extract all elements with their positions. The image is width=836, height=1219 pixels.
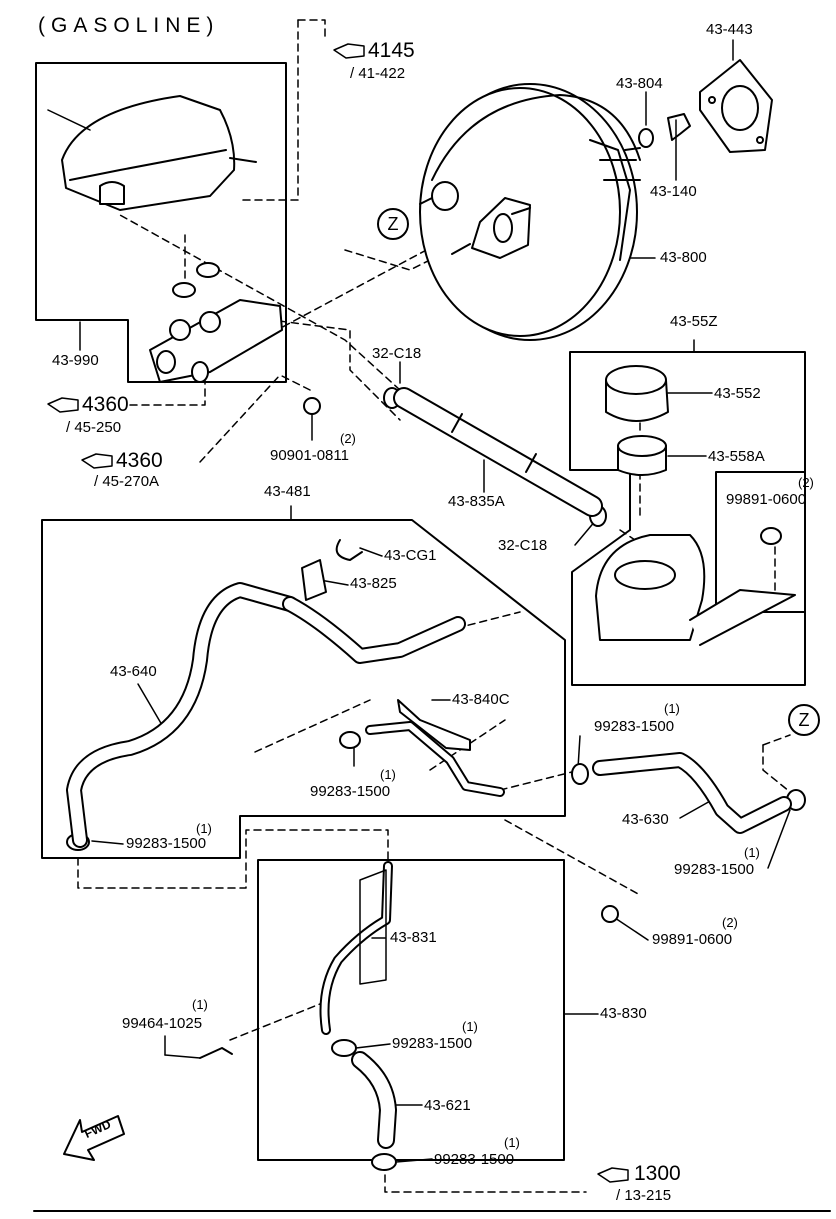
diagram-title: (GASOLINE) <box>38 14 220 37</box>
hose-43-621 <box>351 1051 397 1149</box>
part-label[interactable]: 43-830 <box>600 1005 647 1022</box>
part-label[interactable]: 32-C18 <box>498 537 548 554</box>
part-qty: (2) <box>722 915 738 930</box>
part-qty: (1) <box>504 1135 520 1150</box>
z-marker: Z <box>788 704 820 736</box>
part-label[interactable]: 43-990 <box>52 352 99 369</box>
part-label[interactable]: 99283-1500 <box>434 1151 515 1168</box>
part-qty: (1) <box>744 845 760 860</box>
reservoir-cap-set <box>595 365 796 646</box>
box-43-481 <box>41 519 566 859</box>
hose-43-831 <box>319 861 393 1035</box>
hose-43-630 <box>592 752 792 834</box>
part-label[interactable]: 43-800 <box>660 249 707 266</box>
ref-link-4360[interactable]: 4360 <box>82 393 129 416</box>
part-label[interactable]: 43-640 <box>110 663 157 680</box>
ref-link-4360b[interactable]: 4360 <box>116 449 163 472</box>
master-cylinder <box>149 299 283 383</box>
part-label[interactable]: 99891-0600 <box>652 931 733 948</box>
box-43-55z <box>569 351 806 686</box>
reservoir-43-990 <box>47 95 257 298</box>
part-label[interactable]: 43-55Z <box>670 313 718 330</box>
part-label[interactable]: 43-481 <box>264 483 311 500</box>
part-label[interactable]: 43-CG1 <box>384 547 437 564</box>
hose-43-640 <box>66 582 298 848</box>
part-label[interactable]: 99283-1500 <box>594 718 675 735</box>
part-qty: (2) <box>798 475 814 490</box>
fwd-arrow <box>63 1115 125 1161</box>
ref-sub-4360: / 45-250 <box>66 419 122 436</box>
reference-hands <box>47 43 629 1183</box>
part-label[interactable]: 43-804 <box>616 75 663 92</box>
part-label[interactable]: 99283-1500 <box>310 783 391 800</box>
bracket-43-825 <box>301 559 327 601</box>
part-qty: (1) <box>380 767 396 782</box>
ref-link-1300[interactable]: 1300 <box>634 1162 681 1185</box>
part-label[interactable]: 43-443 <box>706 21 753 38</box>
gasket-43-443 <box>699 59 773 153</box>
ref-sub-4145: / 41-422 <box>350 65 406 82</box>
part-label[interactable]: 43-140 <box>650 183 697 200</box>
part-qty: (1) <box>664 701 680 716</box>
part-qty: (1) <box>196 821 212 836</box>
ref-sub-4360b: / 45-270A <box>94 473 160 490</box>
z-marker: Z <box>377 208 409 240</box>
part-label[interactable]: 43-831 <box>390 929 437 946</box>
nut-43-804 <box>638 128 654 148</box>
part-label[interactable]: 43-558A <box>708 448 765 465</box>
part-label[interactable]: 99283-1500 <box>126 835 207 852</box>
clip-43-cg1 <box>335 539 363 561</box>
box-43-990 <box>35 62 287 383</box>
hose-43-835a <box>393 387 603 517</box>
ref-link-4145[interactable]: 4145 <box>368 39 415 62</box>
brake-booster <box>419 83 641 341</box>
part-label[interactable]: 43-840C <box>452 691 510 708</box>
part-label[interactable]: 99891-0600 <box>726 491 807 508</box>
box-43-830 <box>257 859 565 1161</box>
ref-sub-1300: / 13-215 <box>616 1187 672 1204</box>
part-label[interactable]: 90901-0811 <box>270 447 349 464</box>
clip-43-140 <box>667 113 691 141</box>
part-label[interactable]: 43-825 <box>350 575 397 592</box>
bracket-43-840c <box>365 699 505 797</box>
part-label[interactable]: 43-621 <box>424 1097 471 1114</box>
part-label[interactable]: 99283-1500 <box>392 1035 473 1052</box>
part-label[interactable]: 43-630 <box>622 811 669 828</box>
part-label[interactable]: 99283-1500 <box>674 861 755 878</box>
part-qty: (2) <box>340 431 356 446</box>
hose-43-825 <box>282 596 466 664</box>
part-label[interactable]: 43-552 <box>714 385 761 402</box>
part-qty: (1) <box>462 1019 478 1034</box>
part-qty: (1) <box>192 997 208 1012</box>
part-label[interactable]: 32-C18 <box>372 345 422 362</box>
part-label[interactable]: 43-835A <box>448 493 505 510</box>
part-label[interactable]: 99464-1025 <box>122 1015 203 1032</box>
